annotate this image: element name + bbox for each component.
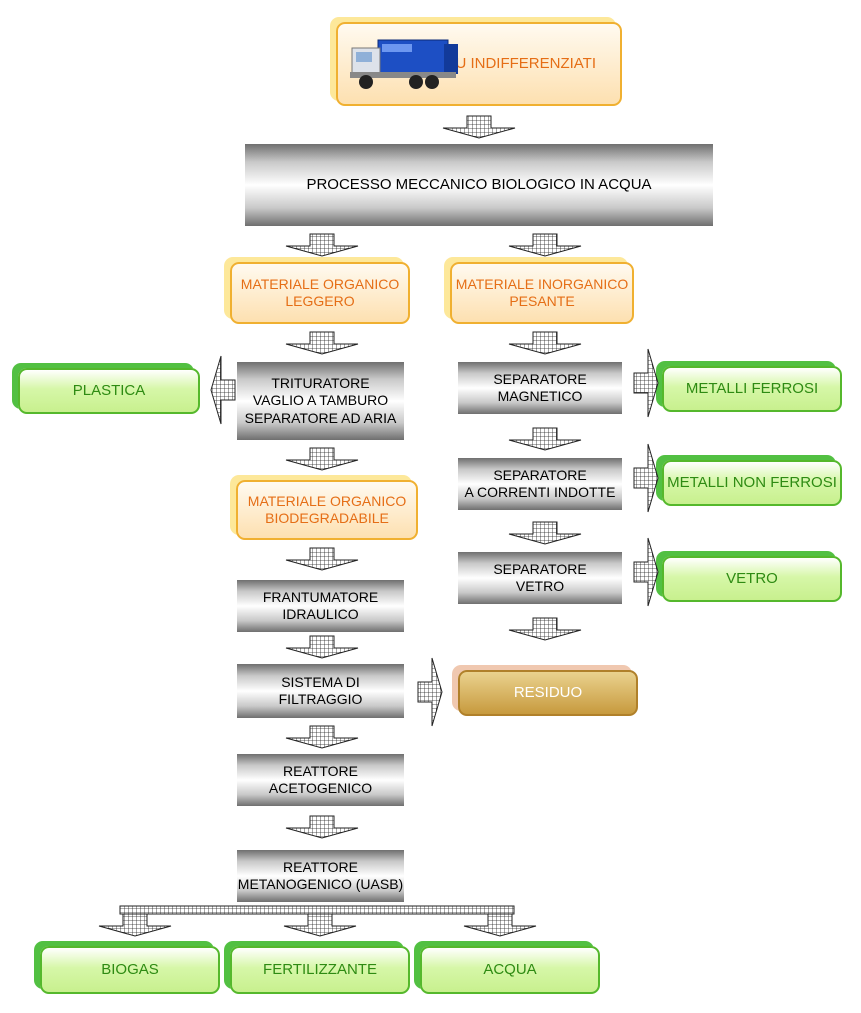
eddy-current-line2: A CORRENTI INDOTTE	[464, 484, 616, 500]
water-output-box: ACQUA	[420, 946, 600, 994]
methanogenic-line2: METANOGENICO (UASB)	[237, 876, 404, 892]
filtration-system-box: SISTEMA DI FILTRAGGIO	[237, 664, 404, 718]
methanogenic-line1: REATTORE	[283, 858, 358, 875]
arrow-to-acetogenic	[285, 725, 359, 749]
acetogenic-line2: ACETOGENICO	[268, 780, 373, 796]
eddy-current-line1: SEPARATORE	[493, 466, 587, 483]
arrow-to-methanogenic	[285, 815, 359, 839]
plastic-output-label: PLASTICA	[72, 381, 146, 399]
biogas-label: BIOGAS	[101, 960, 159, 978]
hydraulic-crusher-line1: FRANTUMATORE	[262, 588, 379, 605]
acetogenic-line1: REATTORE	[283, 762, 358, 779]
filtration-line1: SISTEMA DI	[281, 673, 360, 690]
plastic-output-box: PLASTICA	[18, 368, 200, 414]
glass-separator-line1: SEPARATORE	[493, 560, 587, 577]
organic-light-box: MATERIALE ORGANICO LEGGERO	[230, 262, 410, 324]
shredder-line2: VAGLIO A TAMBURO	[252, 392, 389, 409]
residue-label: RESIDUO	[513, 683, 583, 701]
arrow-to-residue	[508, 617, 582, 641]
inorganic-heavy-box: MATERIALE INORGANICO PESANTE	[450, 262, 634, 324]
main-process-box: PROCESSO MECCANICO BIOLOGICO IN ACQUA	[245, 144, 713, 226]
arrow-to-filtration	[285, 635, 359, 659]
source-label: RSU INDIFFERENZIATI	[434, 54, 596, 72]
glass-output-box: VETRO	[662, 556, 842, 602]
organic-light-line1: MATERIALE ORGANICO	[240, 275, 400, 292]
magnetic-separator-line1: SEPARATORE	[493, 370, 587, 387]
arrow-to-residue-box	[417, 657, 443, 727]
non-ferrous-metals-box: METALLI NON FERROSI	[662, 460, 842, 506]
arrow-to-glass	[633, 537, 659, 607]
garbage-truck-icon	[350, 39, 458, 89]
arrow-to-plastic	[210, 355, 236, 425]
arrow-to-ferrous-metals	[633, 348, 659, 418]
hydraulic-crusher-box: FRANTUMATORE IDRAULICO	[237, 580, 404, 632]
non-ferrous-metals-label: METALLI NON FERROSI	[667, 473, 837, 491]
inorganic-heavy-line2: PESANTE	[509, 293, 575, 309]
shredder-box: TRITURATORE VAGLIO A TAMBURO SEPARATORE …	[237, 362, 404, 440]
organic-biodegradable-box: MATERIALE ORGANICO BIODEGRADABILE	[236, 480, 418, 540]
glass-separator-line2: VETRO	[515, 578, 565, 594]
arrow-to-hydraulic-crusher	[285, 547, 359, 571]
arrow-to-magnetic-separator	[508, 331, 582, 355]
ferrous-metals-box: METALLI FERROSI	[662, 366, 842, 412]
magnetic-separator-box: SEPARATORE MAGNETICO	[458, 362, 622, 414]
eddy-current-separator-box: SEPARATORE A CORRENTI INDOTTE	[458, 458, 622, 510]
arrow-to-water	[463, 913, 537, 937]
organic-biodegradable-line1: MATERIALE ORGANICO	[247, 492, 407, 509]
fertilizer-output-box: FERTILIZZANTE	[230, 946, 410, 994]
organic-light-line2: LEGGERO	[285, 293, 355, 309]
arrow-to-biogas	[98, 913, 172, 937]
arrow-to-shredder	[285, 331, 359, 355]
arrow-to-eddy-current	[508, 427, 582, 451]
fertilizer-label: FERTILIZZANTE	[263, 960, 377, 978]
organic-biodegradable-line2: BIODEGRADABILE	[265, 510, 389, 526]
glass-output-label: VETRO	[726, 569, 778, 587]
shredder-line3: SEPARATORE AD ARIA	[244, 409, 397, 426]
methanogenic-reactor-box: REATTORE METANOGENICO (UASB)	[237, 850, 404, 902]
arrow-to-main-process	[442, 115, 516, 139]
arrow-to-non-ferrous	[633, 443, 659, 513]
glass-separator-box: SEPARATORE VETRO	[458, 552, 622, 604]
arrow-to-glass-separator	[508, 521, 582, 545]
arrow-to-organic-light	[285, 233, 359, 257]
distribution-bar	[119, 905, 515, 915]
biogas-output-box: BIOGAS	[40, 946, 220, 994]
ferrous-metals-label: METALLI FERROSI	[685, 379, 819, 397]
arrow-to-organic-biodegradable	[285, 447, 359, 471]
inorganic-heavy-line1: MATERIALE INORGANICO	[455, 275, 629, 292]
filtration-line2: FILTRAGGIO	[278, 691, 363, 707]
water-label: ACQUA	[483, 960, 537, 978]
arrow-to-inorganic-heavy	[508, 233, 582, 257]
shredder-line1: TRITURATORE	[271, 374, 370, 391]
hydraulic-crusher-line2: IDRAULICO	[282, 606, 359, 622]
arrow-to-fertilizer	[283, 913, 357, 937]
residue-box: RESIDUO	[458, 670, 638, 716]
main-process-label: PROCESSO MECCANICO BIOLOGICO IN ACQUA	[306, 175, 652, 193]
magnetic-separator-line2: MAGNETICO	[497, 388, 583, 404]
acetogenic-reactor-box: REATTORE ACETOGENICO	[237, 754, 404, 806]
